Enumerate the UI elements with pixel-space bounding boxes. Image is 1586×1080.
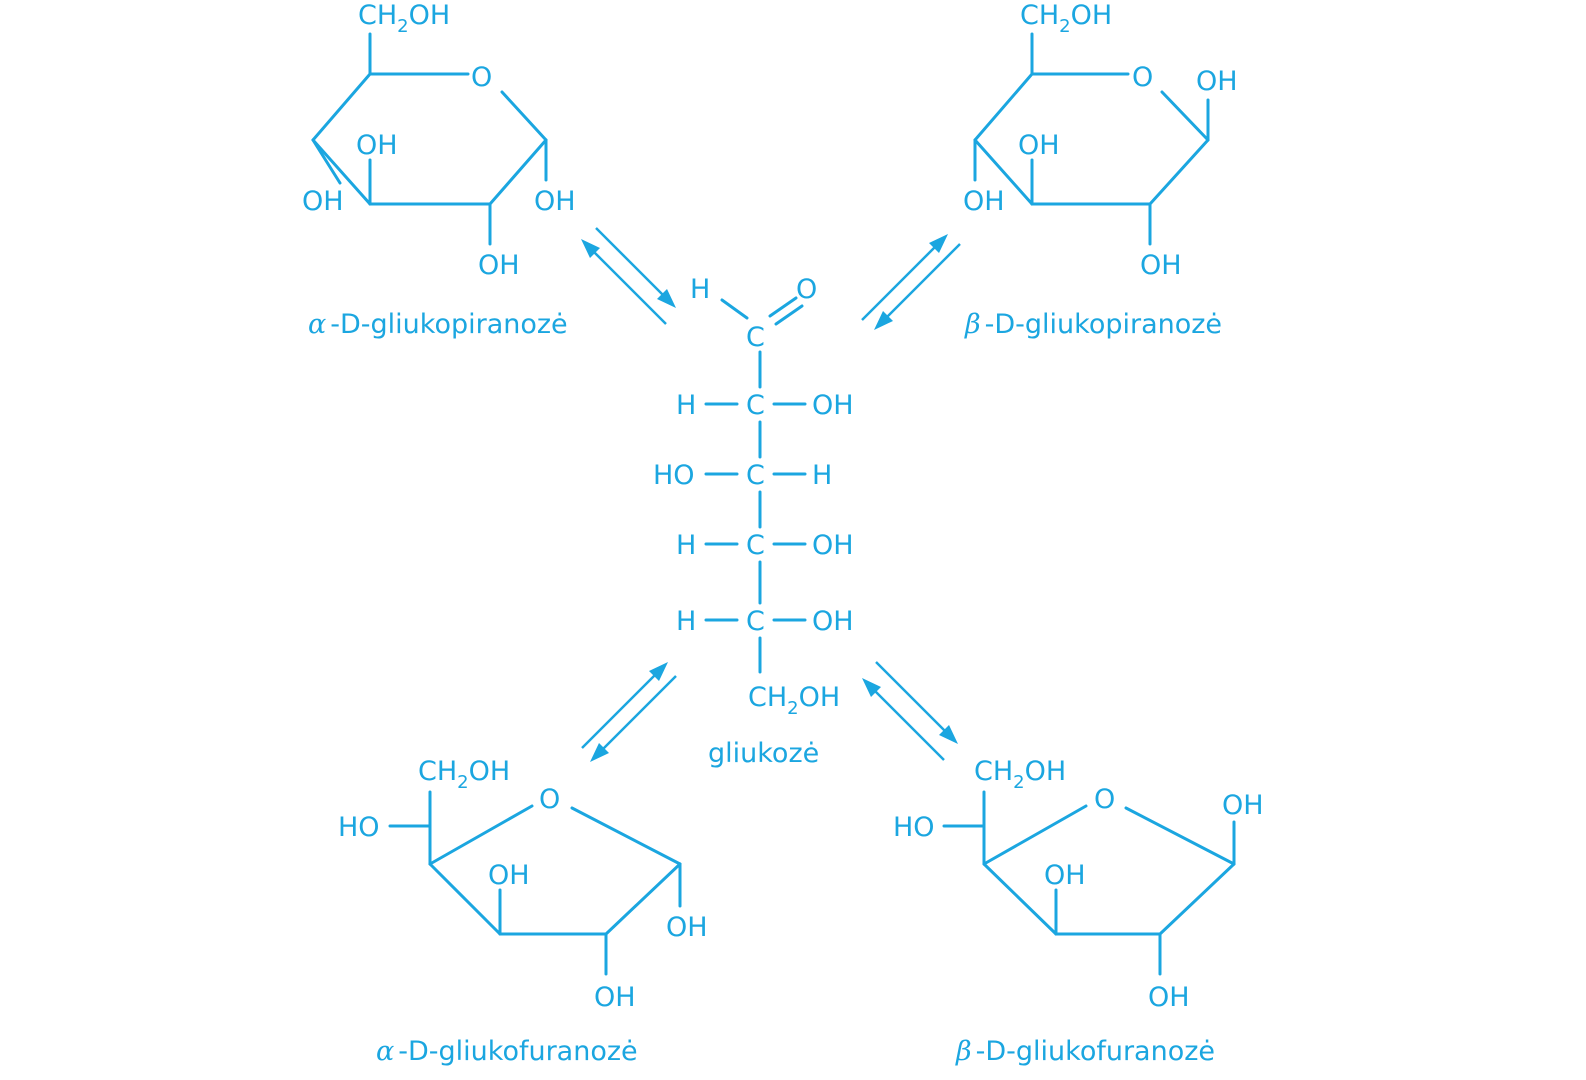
c5-hydroxyl: OH — [812, 606, 854, 637]
beta-pyranose-oh-c1: OH — [1196, 66, 1238, 97]
open-chain-glucose: H O C H C OH HO C H H C OH H C OH CH2OH … — [653, 274, 854, 769]
alpha-furanose-ch2oh: CH2OH — [418, 756, 510, 793]
beta-furanose-oh-c3: OH — [1044, 860, 1086, 891]
alpha-furanose-oh-c1: OH — [666, 912, 708, 943]
c5-hydrogen: H — [676, 606, 696, 637]
equilibrium-arrow-bottom-left — [581, 662, 677, 762]
alpha-furanose-ring-bonds — [388, 790, 682, 976]
open-chain-name: gliukozė — [708, 738, 819, 769]
alpha-pyranose-oh-c1: OH — [534, 186, 576, 217]
beta-pyranose-ring-bonds — [973, 32, 1210, 246]
alpha-furanose-oh-c3: OH — [488, 860, 530, 891]
beta-pyranose-ch2oh: CH2OH — [1020, 0, 1112, 37]
beta-furanose-ho-c5: HO — [893, 812, 935, 843]
beta-d-glucofuranose: CH2OH O OH HO OH OH β-D-gliukofuranozė — [893, 756, 1264, 1067]
beta-furanose-ring-bonds — [942, 790, 1236, 976]
equilibrium-arrow-bottom-right — [862, 661, 958, 761]
c6-ch2oh: CH2OH — [748, 682, 840, 719]
c2-hydroxyl: OH — [812, 390, 854, 421]
alpha-pyranose-ring-oxygen: O — [471, 62, 492, 93]
beta-pyranose-oh-c3: OH — [1018, 130, 1060, 161]
carbon-c5: C — [746, 606, 765, 637]
aldehyde-oxygen: O — [796, 274, 817, 305]
alpha-pyranose-oh-c3: OH — [356, 130, 398, 161]
c4-hydroxyl: OH — [812, 530, 854, 561]
alpha-pyranose-oh-c4: OH — [302, 186, 344, 217]
alpha-pyranose-oh-c2: OH — [478, 250, 520, 281]
alpha-furanose-oh-c2: OH — [594, 982, 636, 1013]
carbon-c3: C — [746, 460, 765, 491]
carbon-c4: C — [746, 530, 765, 561]
c3-hydroxyl: HO — [653, 460, 695, 491]
alpha-d-glucopyranose: CH2OH O OH OH OH OH α-D-gliukopiranozė — [302, 0, 576, 340]
beta-pyranose-oh-c4: OH — [963, 186, 1005, 217]
beta-furanose-ring-oxygen: O — [1094, 784, 1115, 815]
alpha-furanose-ring-oxygen: O — [539, 784, 560, 815]
alpha-furanose-ho-c5: HO — [338, 812, 380, 843]
carbon-c2: C — [746, 390, 765, 421]
alpha-pyranose-name: α-D-gliukopiranozė — [308, 309, 568, 340]
c2-hydrogen: H — [676, 390, 696, 421]
beta-furanose-oh-c1: OH — [1222, 790, 1264, 821]
c4-hydrogen: H — [676, 530, 696, 561]
equilibrium-arrow-top-left — [581, 227, 676, 325]
beta-furanose-name: β-D-gliukofuranozė — [955, 1036, 1215, 1067]
aldehyde-hydrogen: H — [690, 274, 710, 305]
beta-furanose-ch2oh: CH2OH — [974, 756, 1066, 793]
beta-d-glucopyranose: CH2OH O OH OH OH OH β-D-gliukopiranozė — [963, 0, 1238, 340]
alpha-furanose-name: α-D-gliukofuranozė — [376, 1036, 638, 1067]
beta-pyranose-ring-oxygen: O — [1132, 62, 1153, 93]
alpha-pyranose-ring-bonds — [311, 32, 548, 246]
beta-pyranose-oh-c2: OH — [1140, 250, 1182, 281]
c3-hydrogen: H — [812, 460, 832, 491]
beta-furanose-oh-c2: OH — [1148, 982, 1190, 1013]
beta-pyranose-name: β-D-gliukopiranozė — [964, 309, 1222, 340]
carbon-c1: C — [746, 322, 765, 353]
alpha-pyranose-ch2oh: CH2OH — [358, 0, 450, 37]
alpha-d-glucofuranose: CH2OH O HO OH OH OH α-D-gliukofuranozė — [338, 756, 708, 1067]
equilibrium-arrow-top-right — [861, 234, 961, 330]
open-chain-bonds — [704, 296, 807, 674]
